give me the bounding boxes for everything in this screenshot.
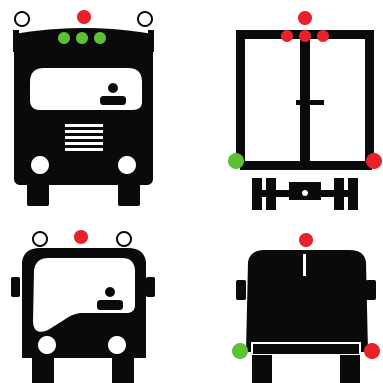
clearance-light-white (117, 232, 131, 246)
truck-rear-icon (236, 30, 374, 210)
van-rear-icon (236, 250, 376, 383)
marker-light-red (299, 233, 313, 247)
marker-light-red (317, 30, 329, 42)
clearance-light-white (33, 232, 47, 246)
cab-light-green (94, 32, 106, 44)
cab-light-green (58, 32, 70, 44)
cab-light-green (76, 32, 88, 44)
marker-light-red (74, 230, 88, 244)
side-light-green (232, 343, 248, 359)
marker-light-red (299, 30, 311, 42)
truck-front-icon (13, 28, 154, 206)
side-light-green (228, 153, 244, 169)
marker-light-red (281, 30, 293, 42)
side-light-red (364, 343, 380, 359)
marker-light-red (298, 11, 312, 25)
side-light-red (366, 153, 382, 169)
clearance-light-white (15, 12, 29, 26)
clearance-light-white (138, 12, 152, 26)
van-front-icon (11, 248, 155, 383)
van-front-lights (33, 230, 131, 246)
marker-light-red (77, 10, 91, 24)
